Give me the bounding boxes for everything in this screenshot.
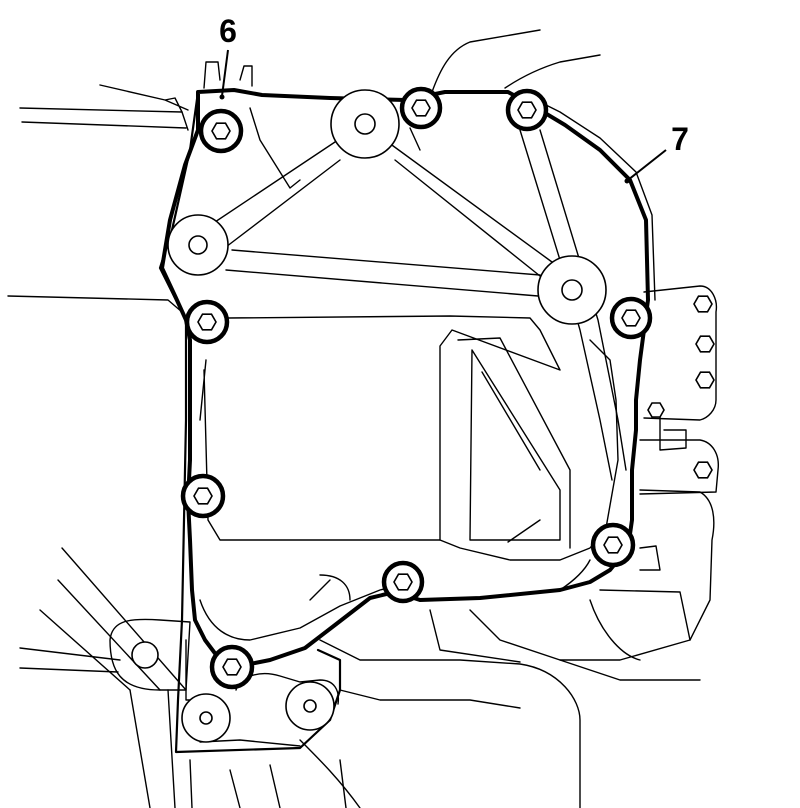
bolt-6 — [180, 473, 226, 519]
boss-holes — [167, 89, 607, 743]
callout-6: 6 — [219, 13, 237, 100]
cover-plate — [158, 88, 656, 754]
bolt-4 — [184, 299, 230, 345]
bolts — [180, 86, 653, 690]
bolt-9 — [209, 644, 255, 690]
boss-left — [167, 214, 229, 276]
bracket-hex-bolts — [647, 295, 715, 479]
bolt-2 — [399, 86, 443, 130]
callout-label-6: 6 — [219, 13, 237, 49]
callout-label-7: 7 — [671, 121, 689, 157]
bolt-8 — [381, 560, 425, 604]
boss-bottom-left — [181, 693, 231, 743]
bolt-3 — [505, 88, 549, 132]
callout-7: 7 — [624, 121, 689, 184]
bolt-5 — [609, 296, 653, 340]
boss-right — [537, 255, 607, 325]
boss-top-center — [330, 89, 400, 159]
boss-bottom-mid — [285, 681, 335, 731]
bolt-7 — [590, 522, 636, 568]
bolt-1 — [198, 108, 244, 154]
